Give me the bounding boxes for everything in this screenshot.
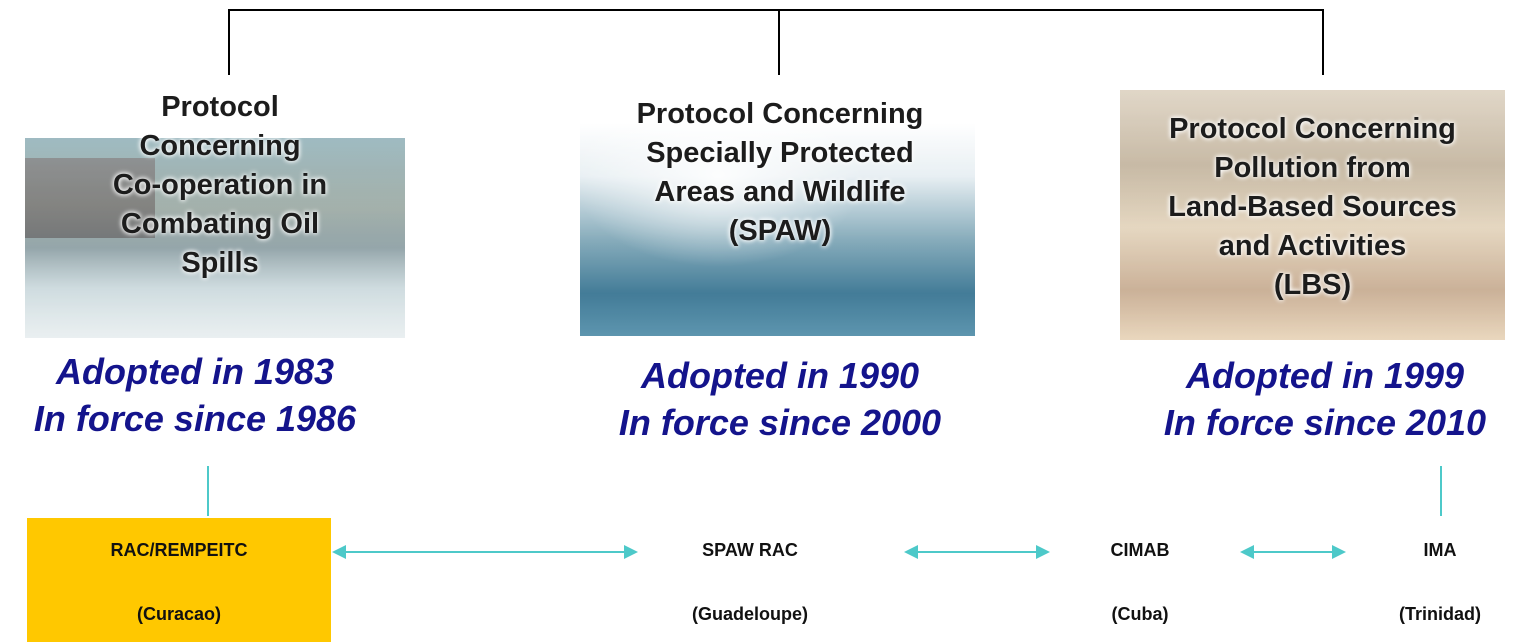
- protocol-title-lbs: Protocol Concerning Pollution from Land-…: [1168, 113, 1457, 301]
- in-force-year: In force since 2000: [618, 402, 942, 443]
- double-arrow-spaw-cimab: [904, 545, 1050, 559]
- center-location-guadeloupe: (Guadeloupe): [692, 604, 808, 624]
- double-arrow-rac-spaw: [332, 545, 638, 559]
- adopted-year: Adopted in 1983: [55, 351, 335, 392]
- in-force-year: In force since 1986: [33, 398, 357, 439]
- center-name-cimab: CIMAB: [1110, 540, 1170, 560]
- protocol-dates-spaw: Adopted in 1990 In force since 2000: [580, 352, 980, 446]
- center-name-spaw-rac: SPAW RAC: [702, 540, 798, 560]
- connector-drop-spaw: [778, 9, 780, 75]
- teal-connector-rac: [207, 466, 209, 516]
- rac-rempeitc-box: [27, 518, 331, 642]
- adopted-year: Adopted in 1999: [1185, 355, 1465, 396]
- connector-drop-lbs: [1322, 9, 1324, 75]
- protocol-title-oil-spills: Protocol Concerning Co-operation in Comb…: [112, 91, 328, 279]
- center-name-rac-rempeitc: RAC/REMPEITC: [110, 540, 248, 560]
- in-force-year: In force since 2010: [1163, 402, 1487, 443]
- center-location-cuba: (Cuba): [1111, 604, 1169, 624]
- center-location-trinidad: (Trinidad): [1399, 604, 1481, 624]
- center-name-ima: IMA: [1423, 540, 1457, 560]
- teal-connector-ima: [1440, 466, 1442, 516]
- double-arrow-cimab-ima: [1240, 545, 1346, 559]
- land-based-sources-photo: [1120, 90, 1505, 340]
- protocol-dates-oil-spills: Adopted in 1983 In force since 1986: [0, 348, 390, 442]
- protocol-dates-lbs: Adopted in 1999 In force since 2010: [1125, 352, 1525, 446]
- dolphin-photo: [580, 123, 975, 336]
- oil-tanker-photo: [25, 138, 405, 338]
- connector-drop-oil-spills: [228, 9, 230, 75]
- center-location-curacao: (Curacao): [136, 604, 221, 624]
- top-connector-line: [228, 9, 1323, 11]
- adopted-year: Adopted in 1990: [640, 355, 920, 396]
- protocol-title-spaw: Protocol Concerning Specially Protected …: [636, 98, 924, 247]
